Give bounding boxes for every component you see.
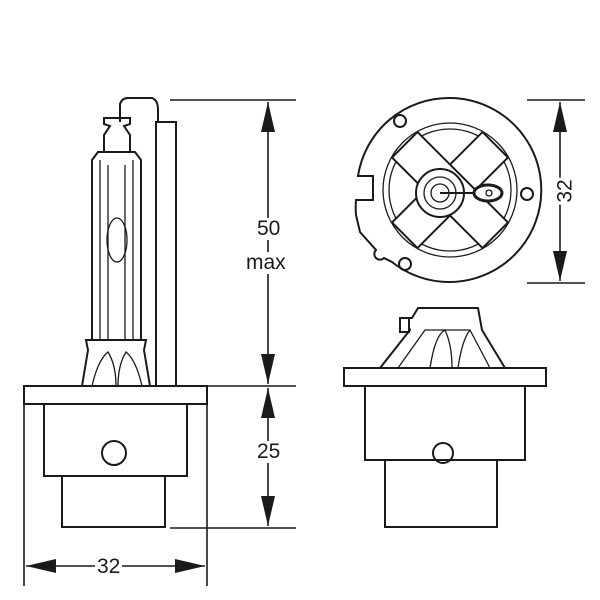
height-dimension-lines xyxy=(170,99,296,529)
top-view-bulb xyxy=(354,96,543,283)
height-total-qualifier: max xyxy=(244,251,288,274)
base-height-value: 25 xyxy=(255,440,283,463)
side-view-bulb xyxy=(23,97,208,528)
height-total-value: 50 xyxy=(255,217,283,240)
front-view-bulb xyxy=(343,307,547,528)
base-width-value: 32 xyxy=(95,555,123,578)
flange-diameter-value: 32 xyxy=(553,177,577,205)
